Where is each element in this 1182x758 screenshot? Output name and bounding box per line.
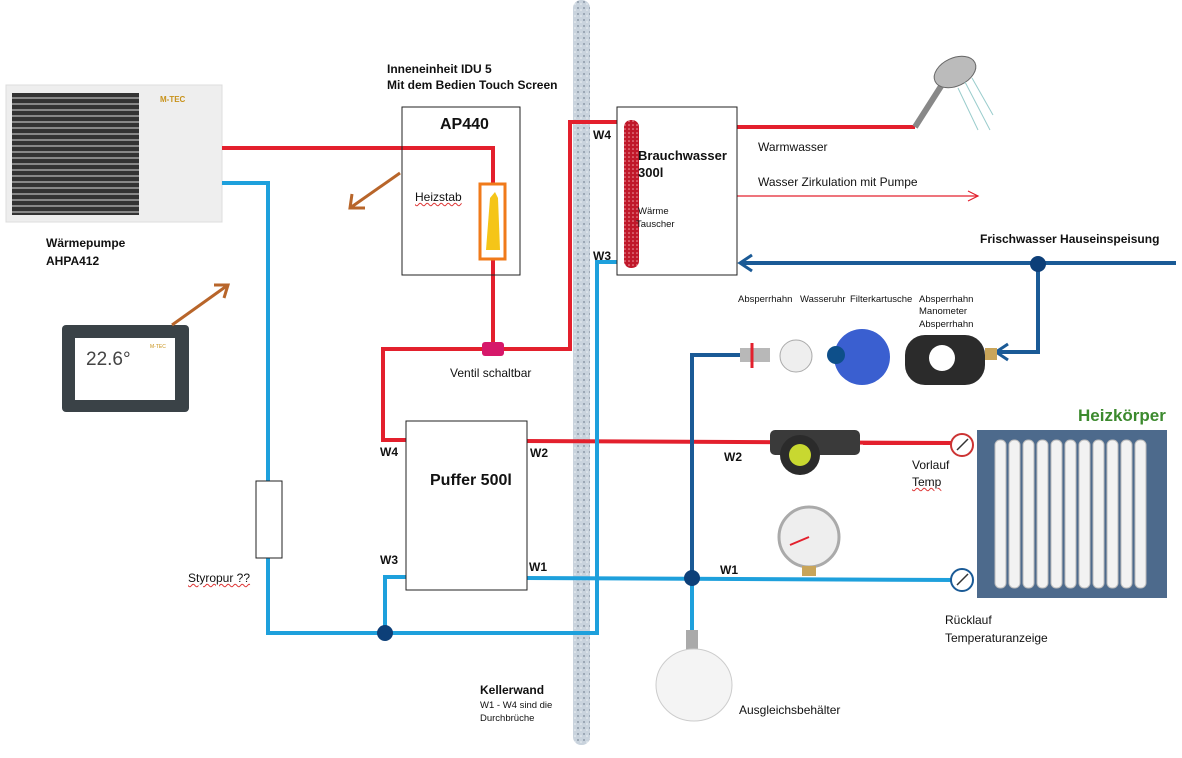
indoor-unit-subtitle: Mit dem Bedien Touch Screen [387, 78, 558, 92]
circulation-pump [770, 430, 955, 475]
radiator-image [977, 430, 1167, 598]
junction-node [684, 570, 700, 586]
flow-temp-label-2: Temp [912, 475, 942, 489]
junction-node [1030, 256, 1046, 272]
port-w1: W1 [529, 560, 547, 574]
wall-note: W1 - W4 sind die [480, 700, 553, 711]
junction-node [377, 625, 393, 641]
flow-w2-label: W2 [724, 450, 742, 464]
arrow-left-icon [737, 253, 753, 273]
controller-brand: M-TEC [150, 344, 166, 350]
heater-rod-icon [486, 192, 500, 250]
wall-title: Kellerwand [480, 683, 545, 697]
wall-note-2: Durchbrüche [480, 713, 535, 724]
expansion-label: Ausgleichsbehälter [739, 703, 841, 717]
meter-label: Wasseruhr [800, 294, 846, 305]
insulation-text: Styropur ?? [188, 571, 251, 585]
expansion-vessel-image [655, 630, 733, 722]
return-temp-label: Rücklauf [945, 613, 992, 627]
insulation-label: Styropur ?? [188, 571, 250, 586]
return-w1-label: W1 [720, 563, 738, 577]
fresh-water-label: Frischwasser Hauseinspeisung [980, 232, 1160, 246]
flow-thermometer-icon [950, 433, 974, 457]
dhw-port-w3: W3 [593, 249, 611, 263]
fittings-assembly [740, 329, 997, 385]
valve-label: Ventil schaltbar [450, 366, 532, 380]
exchanger-label-2: Tauscher [636, 219, 675, 230]
heat-pump-image [5, 84, 223, 223]
hot-water-label: Warmwasser [758, 140, 828, 154]
controller-temperature: 22.6° [86, 349, 131, 370]
group-label-1: Absperrhahn [919, 294, 974, 305]
controller-image [62, 325, 189, 412]
buffer-tank [405, 420, 528, 591]
basement-wall [573, 0, 590, 745]
heat-pump-brand: M-TEC [160, 95, 186, 104]
group-label-2: Manometer [919, 306, 968, 317]
insulation-box [255, 480, 283, 559]
shutoff-label: Absperrhahn [738, 294, 793, 305]
buffer-name: Puffer 500l [430, 472, 512, 489]
shower-head-icon [912, 55, 994, 131]
exchanger-label: Wärme [638, 206, 669, 217]
indoor-unit-name: AP440 [440, 116, 489, 133]
port-w3: W3 [380, 553, 398, 567]
indoor-unit-box [401, 106, 521, 276]
pressure-gauge-icon [777, 505, 841, 576]
return-temp-label-2: Temperaturanzeige [945, 631, 1048, 645]
flow-temp-label: Vorlauf [912, 458, 950, 472]
radiator-title: Heizkörper [1078, 406, 1166, 425]
dhw-port-w4: W4 [593, 128, 611, 142]
fresh-water-pipes [690, 261, 1176, 578]
heat-pump-label: Wärmepumpe [46, 236, 126, 250]
filter-label: Filterkartusche [850, 294, 913, 305]
port-w4: W4 [380, 445, 398, 459]
supply-pipes [222, 120, 956, 445]
arrow-right-icon [967, 190, 980, 202]
heat-pump-model: AHPA412 [46, 254, 100, 268]
return-thermometer-icon [950, 568, 974, 592]
heater-label: Heizstab [415, 190, 462, 204]
dhw-volume: 300l [638, 165, 664, 180]
port-w2: W2 [530, 446, 548, 460]
dhw-name: Brauchwasser [638, 148, 727, 163]
heat-exchanger-coil [624, 120, 639, 268]
link-arrow-icon [171, 171, 401, 327]
group-label-3: Absperrhahn [919, 319, 974, 330]
circulation-label: Wasser Zirkulation mit Pumpe [758, 175, 918, 189]
indoor-unit-title: Inneneinheit IDU 5 [387, 62, 492, 76]
switch-valve[interactable] [482, 342, 504, 356]
